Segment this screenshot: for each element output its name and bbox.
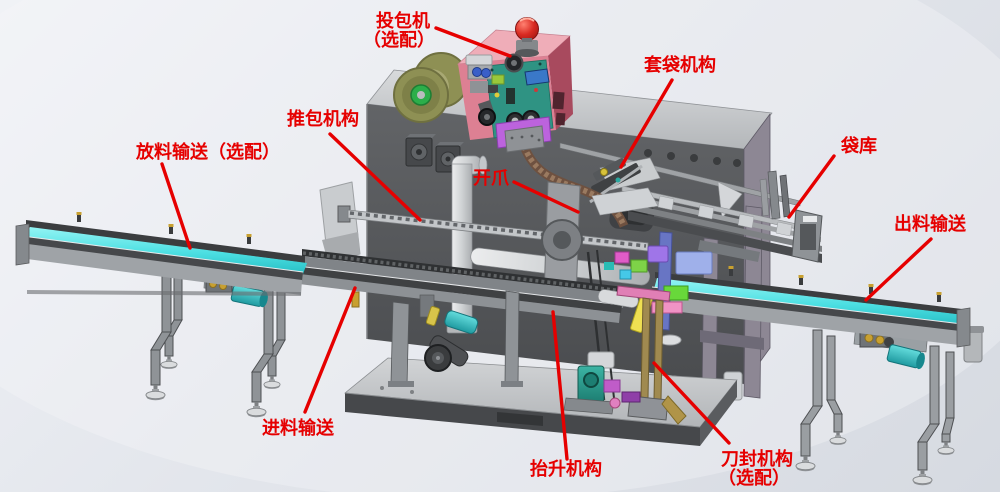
callout-bag-pusher bbox=[328, 132, 422, 222]
callout-bag-magazine bbox=[787, 154, 836, 219]
label-discharge-infeed: 放料输送（选配） bbox=[136, 142, 280, 162]
infeed-conveyor bbox=[296, 249, 624, 387]
film-spool bbox=[393, 52, 469, 123]
belt-surface bbox=[654, 278, 964, 326]
label-bag-pusher: 推包机构 bbox=[287, 109, 359, 129]
callout-discharge-infeed bbox=[160, 162, 192, 250]
label-bag-feeder-line1: 投包机 bbox=[376, 11, 430, 31]
sealing-station bbox=[598, 231, 713, 425]
left-conveyor bbox=[15, 212, 307, 418]
callout-bag-feeder bbox=[434, 26, 512, 58]
label-knife-seal-line2: （选配） bbox=[718, 468, 790, 488]
label-lift: 抬升机构 bbox=[530, 459, 602, 479]
callout-lift bbox=[551, 310, 569, 461]
label-knife-seal-line1: 刀封机构 bbox=[721, 449, 793, 469]
lift-mechanism bbox=[563, 249, 615, 415]
callout-claw-opener bbox=[512, 180, 580, 214]
label-knife-seal: 刀封机构 （选配） bbox=[718, 449, 793, 488]
outfeed-conveyor bbox=[651, 266, 984, 486]
annotation-lines bbox=[160, 26, 933, 461]
claw-ring-plate bbox=[541, 181, 659, 301]
label-bag-feeder: 投包机 （选配） bbox=[363, 11, 435, 50]
callout-knife-seal bbox=[652, 361, 731, 445]
label-bag-sleeving: 套袋机构 bbox=[644, 55, 716, 75]
belt-surface bbox=[26, 227, 307, 274]
callout-bag-sleeving bbox=[619, 78, 674, 169]
label-bag-feeder-line2: （选配） bbox=[363, 30, 435, 50]
bag-magazine bbox=[621, 170, 823, 263]
alarm-beacon bbox=[515, 17, 539, 57]
bag-sleeving-arm bbox=[589, 157, 661, 204]
label-infeed: 进料输送 bbox=[262, 418, 334, 438]
callout-infeed bbox=[303, 286, 357, 414]
label-claw-opener: 开爪 bbox=[473, 168, 509, 188]
label-outfeed: 出料输送 bbox=[894, 214, 966, 234]
callout-outfeed bbox=[864, 237, 933, 302]
display-screen bbox=[524, 68, 550, 86]
label-bag-magazine: 袋库 bbox=[841, 136, 877, 156]
